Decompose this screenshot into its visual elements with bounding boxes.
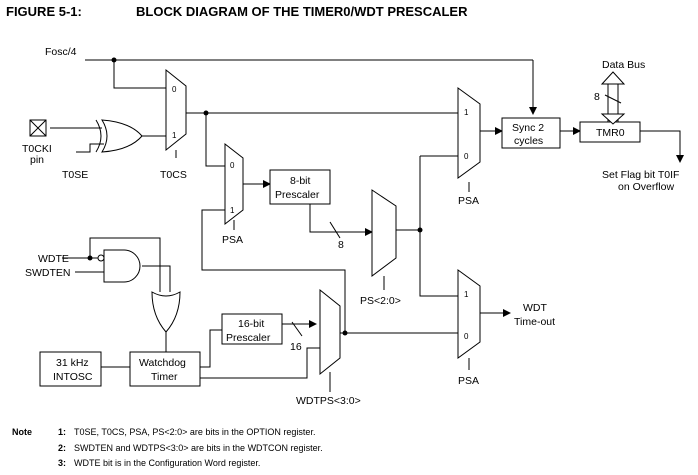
xor-gate [95, 119, 143, 153]
note-text: WDTE bit is in the Configuration Word re… [74, 458, 261, 468]
figure-number: FIGURE 5-1: [6, 4, 82, 19]
label-wdt: WDT [523, 302, 547, 314]
wire-watchdog-to-wdtmux [200, 347, 320, 379]
label-overflow: on Overflow [618, 181, 674, 193]
label-t0cki-pin: pin [30, 154, 44, 166]
junction-psmux [417, 227, 423, 233]
note-number: 3: [58, 458, 67, 468]
note-number: 1: [58, 427, 67, 437]
label-sync-line2: cycles [514, 135, 543, 147]
wire-mux3out-to-mux2 [201, 209, 346, 333]
label-bus8-databus: 8 [594, 91, 600, 103]
note-text: SWDTEN and WDTPS<3:0> are bits in the WD… [74, 442, 323, 453]
label-time-out: Time-out [514, 316, 555, 328]
figure-title: BLOCK DIAGRAM OF THE TIMER0/WDT PRESCALE… [136, 4, 468, 19]
and-gate [97, 249, 141, 283]
wire-wdte-to-or [89, 237, 161, 292]
label-psa-mux4: PSA [458, 195, 479, 207]
tmr0-box [579, 121, 641, 143]
mux5-input0: 0 [464, 332, 469, 341]
intosc-box [39, 351, 102, 387]
or-gate [151, 291, 181, 333]
prescaler-8bit-box [269, 169, 331, 205]
label-ps: PS<2:0> [360, 295, 401, 307]
label-data-bus: Data Bus [602, 59, 645, 71]
wire-psmux-bus [419, 156, 458, 297]
label-t0cs: T0CS [160, 169, 187, 181]
junctions [87, 57, 423, 336]
block-diagram: Fosc/4 T0CKI pin T0SE T0CS 0 1 0 1 1 0 1… [22, 46, 684, 407]
label-psa-mux2: PSA [222, 234, 243, 246]
mux4-input0: 0 [464, 152, 469, 161]
note-number: 2: [58, 442, 67, 453]
wires [50, 59, 684, 392]
wire-pre8-to-psmux [309, 204, 373, 236]
sync-box [501, 117, 561, 149]
junction-fosc4 [111, 57, 117, 63]
mux-psa-prescaler-input [224, 142, 244, 226]
databus-hash [604, 94, 622, 104]
label-t0cki: T0CKI [22, 143, 52, 155]
mux1-input1: 1 [172, 131, 177, 140]
mux1-input0: 0 [172, 85, 177, 94]
wire-mux1-to-mux2 [205, 113, 225, 167]
label-intosc-line2: INTOSC [53, 371, 93, 383]
note-tag: Note [12, 427, 32, 437]
prescaler-16bit-box [221, 313, 283, 345]
label-sync-line1: Sync 2 [512, 122, 544, 134]
bus8-hash [329, 221, 341, 239]
mux4-input1: 1 [464, 108, 469, 117]
label-tmr0: TMR0 [596, 127, 625, 139]
label-wdte: WDTE [38, 253, 69, 265]
mux2-input1: 1 [230, 206, 235, 215]
label-prescaler16-line2: Prescaler [226, 332, 271, 344]
junction-mux1out [203, 110, 209, 116]
label-bus8: 8 [338, 239, 344, 251]
mux-t0cs [165, 68, 187, 152]
mux-ps [371, 189, 397, 277]
label-psa-mux5: PSA [458, 375, 479, 387]
label-prescaler16-line1: 16-bit [238, 318, 264, 330]
bus16-hash [291, 321, 303, 337]
label-t0se: T0SE [62, 169, 88, 181]
label-watchdog-line2: Timer [151, 371, 178, 383]
wire-t0se-to-xor [76, 143, 104, 153]
label-wdtps: WDTPS<3:0> [296, 395, 361, 407]
databus-arrows [600, 71, 626, 125]
label-intosc-line1: 31 kHz [56, 357, 89, 369]
wire-watchdog-to-pre16 [200, 329, 222, 368]
t0cki-pin [29, 119, 47, 137]
junction-wdtmux [342, 330, 348, 336]
label-watchdog-line1: Watchdog [139, 357, 186, 369]
junction-wdte [87, 255, 93, 261]
mux-wdtps [319, 288, 341, 376]
label-fosc4: Fosc/4 [45, 46, 77, 58]
mux2-input0: 0 [230, 161, 235, 170]
mux5-input1: 1 [464, 290, 469, 299]
mux-psa-wdt [457, 269, 481, 359]
wire-tmr0-overflow [640, 130, 684, 163]
note-text: T0SE, T0CS, PSA, PS<2:0> are bits in the… [74, 427, 316, 437]
label-swdten: SWDTEN [25, 267, 71, 279]
label-prescaler8-line2: Prescaler [275, 189, 320, 201]
wire-fosc4-to-mux1 [113, 60, 166, 89]
label-set-flag: Set Flag bit T0IF [602, 169, 679, 181]
wire-and-to-or [142, 265, 171, 292]
label-prescaler8-line1: 8-bit [290, 175, 311, 187]
mux-psa-timer [457, 87, 481, 179]
watchdog-timer-box [129, 351, 201, 387]
label-bus16: 16 [290, 341, 302, 353]
